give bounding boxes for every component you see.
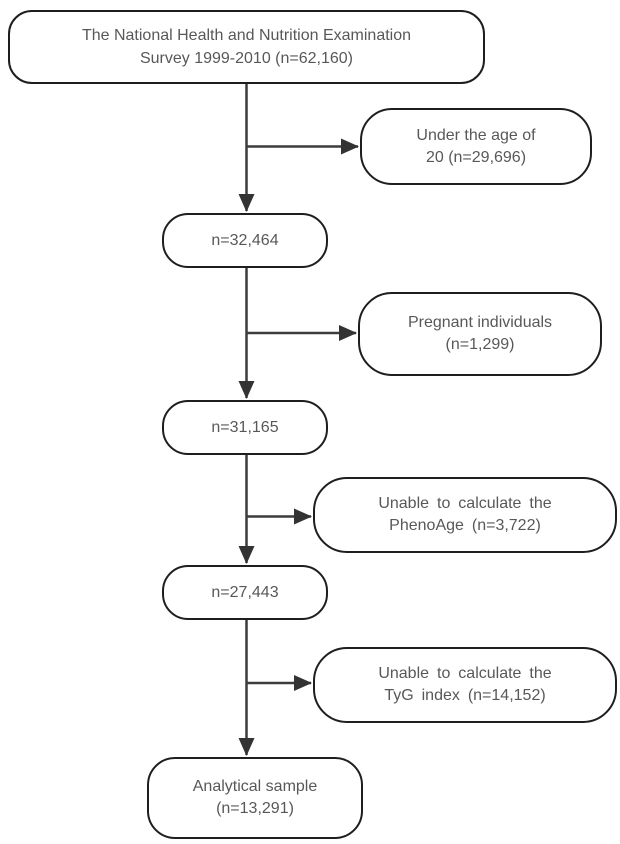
exclusion-line2: TyG index (n=14,152) [384,687,546,704]
final-node-line2: (n=13,291) [216,800,294,817]
exclusion-line1: Unable to calculate the [378,495,552,512]
exclusion-node-under-age-20: Under the age of 20 (n=29,696) [360,108,592,185]
exclusion-node-tyg-index: Unable to calculate the TyG index (n=14,… [313,647,617,723]
final-node-line1: Analytical sample [192,778,318,795]
exclusion-line1: Pregnant individuals [407,314,553,331]
exclusion-line1: Unable to calculate the [378,665,552,682]
exclusion-node-phenoage: Unable to calculate the PhenoAge (n=3,72… [313,477,617,553]
start-node-line2: Survey 1999-2010 (n=62,160) [139,50,354,67]
exclusion-node-pregnant: Pregnant individuals (n=1,299) [358,292,602,376]
step-node-label: n=27,443 [211,583,279,601]
exclusion-line2: PhenoAge (n=3,722) [389,517,541,534]
final-node-analytical-sample: Analytical sample (n=13,291) [147,757,363,839]
step-node-n31165: n=31,165 [162,400,328,455]
start-node-line1: The National Health and Nutrition Examin… [81,27,412,44]
start-node-nhanes-survey: The National Health and Nutrition Examin… [8,10,485,84]
step-node-n27443: n=27,443 [162,565,328,620]
exclusion-line2: 20 (n=29,696) [425,148,527,166]
step-node-label: n=31,165 [211,418,279,436]
step-node-n32464: n=32,464 [162,213,328,268]
exclusion-line1: Under the age of [416,126,536,144]
exclusion-line2: (n=1,299) [445,336,515,353]
step-node-label: n=32,464 [211,231,279,249]
